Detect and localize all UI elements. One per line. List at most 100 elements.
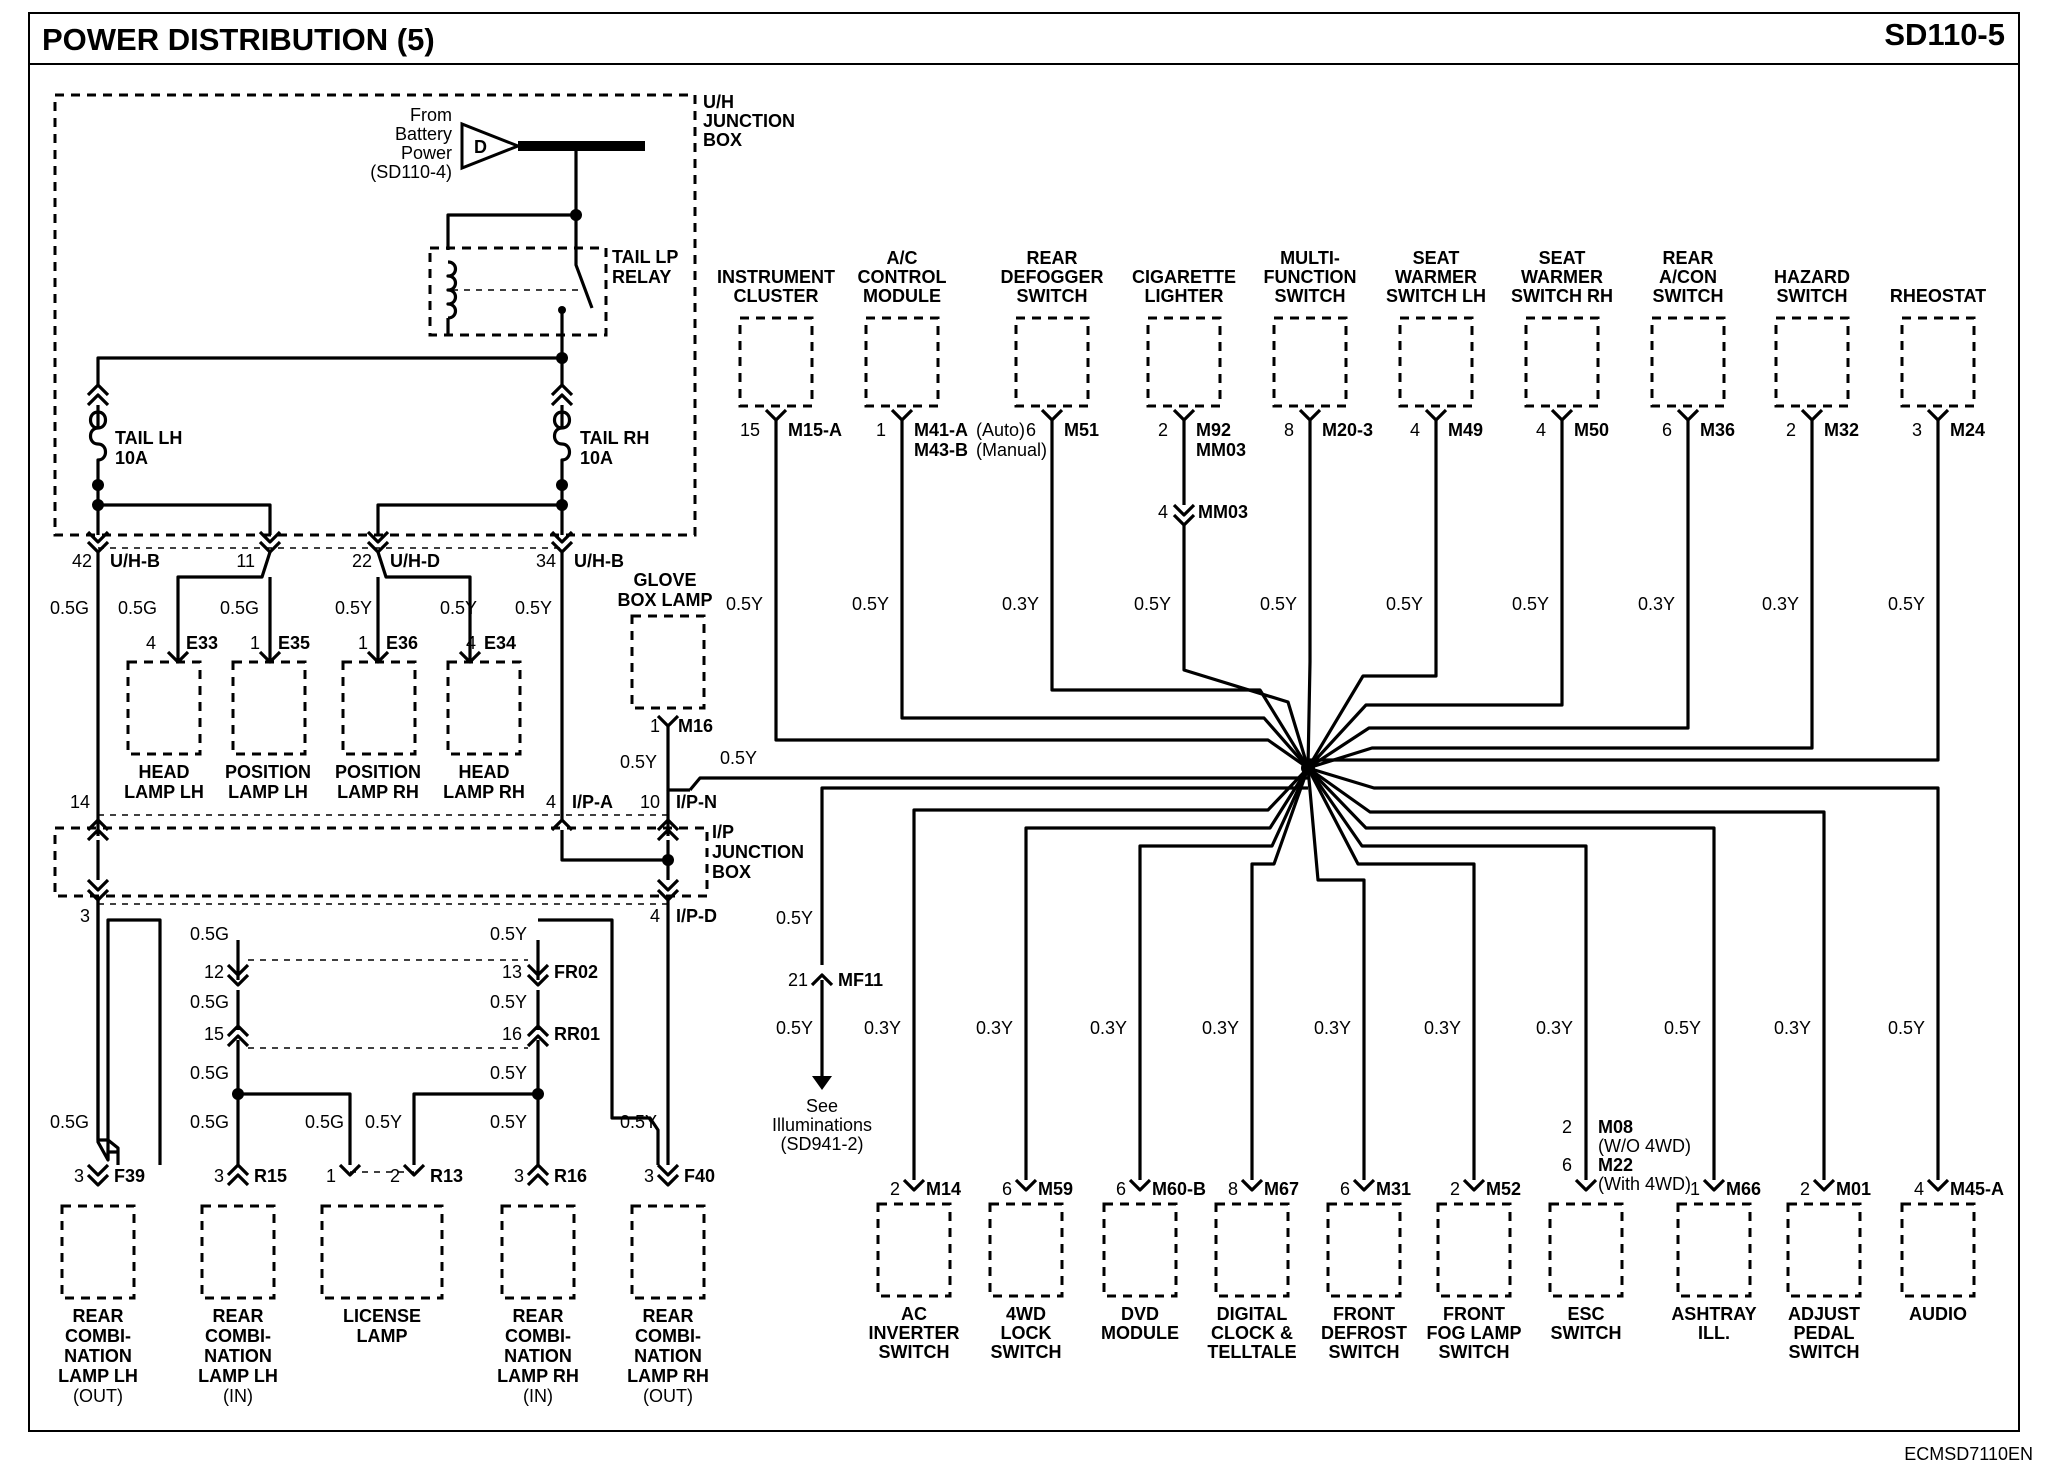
svg-text:6: 6 (1002, 1179, 1012, 1199)
svg-text:15: 15 (204, 1024, 224, 1044)
svg-text:I/P-A: I/P-A (572, 792, 613, 812)
svg-text:3: 3 (514, 1166, 524, 1186)
svg-text:CLUSTER: CLUSTER (734, 286, 819, 306)
svg-text:0.5Y: 0.5Y (1386, 594, 1423, 614)
svg-text:M67: M67 (1264, 1179, 1299, 1199)
svg-text:8: 8 (1228, 1179, 1238, 1199)
svg-text:HEAD: HEAD (138, 762, 189, 782)
svg-text:(OUT): (OUT) (643, 1386, 693, 1406)
svg-text:0.5Y: 0.5Y (490, 992, 527, 1012)
svg-text:NATION: NATION (634, 1346, 702, 1366)
svg-text:HEAD: HEAD (458, 762, 509, 782)
svg-text:SWITCH: SWITCH (1789, 1342, 1860, 1362)
left-bottom-wiring: 12 13 FR02 15 16 RR01 0.5G 0.5Y 0.5G 0.5… (50, 900, 670, 1165)
svg-text:AUDIO: AUDIO (1909, 1304, 1967, 1324)
svg-text:ADJUST: ADJUST (1788, 1304, 1860, 1324)
svg-text:LAMP LH: LAMP LH (58, 1366, 138, 1386)
svg-text:MODULE: MODULE (863, 286, 941, 306)
svg-text:ESC: ESC (1567, 1304, 1604, 1324)
svg-text:0.3Y: 0.3Y (1424, 1018, 1461, 1038)
svg-text:FUNCTION: FUNCTION (1264, 267, 1357, 287)
svg-text:Battery: Battery (395, 124, 452, 144)
svg-text:0.5G: 0.5G (190, 992, 229, 1012)
svg-text:Power: Power (401, 143, 452, 163)
svg-text:21: 21 (788, 970, 808, 990)
svg-text:0.3Y: 0.3Y (1536, 1018, 1573, 1038)
wire-bottom-10 (1307, 766, 1940, 1180)
svg-text:6: 6 (1562, 1155, 1572, 1175)
svg-text:10A: 10A (115, 448, 148, 468)
svg-text:RELAY: RELAY (612, 267, 671, 287)
svg-text:12: 12 (204, 962, 224, 982)
svg-text:M45-A: M45-A (1950, 1179, 2004, 1199)
svg-text:M60-B: M60-B (1152, 1179, 1206, 1199)
svg-text:HAZARD: HAZARD (1774, 267, 1850, 287)
diagram-code: SD110-5 (1884, 17, 2005, 52)
svg-text:(Manual): (Manual) (976, 440, 1047, 460)
svg-text:I/P-D: I/P-D (676, 906, 717, 926)
svg-text:(IN): (IN) (523, 1386, 553, 1406)
svg-text:Illuminations: Illuminations (772, 1115, 872, 1135)
svg-text:1: 1 (1690, 1179, 1700, 1199)
svg-text:U/H: U/H (703, 92, 734, 112)
svg-text:F40: F40 (684, 1166, 715, 1186)
svg-text:BOX LAMP: BOX LAMP (617, 590, 712, 610)
svg-text:TELLTALE: TELLTALE (1207, 1342, 1296, 1362)
svg-text:0.5Y: 0.5Y (490, 1063, 527, 1083)
svg-text:A/C: A/C (887, 248, 918, 268)
svg-text:M51: M51 (1064, 420, 1099, 440)
svg-text:1: 1 (250, 633, 260, 653)
svg-text:M50: M50 (1574, 420, 1609, 440)
footer-code: ECMSD7110EN (1904, 1444, 2033, 1464)
svg-text:0.5G: 0.5G (190, 924, 229, 944)
wire-bottom-5 (1306, 767, 1366, 1180)
fuse-rh-connector-icon (550, 383, 574, 407)
svg-text:REAR: REAR (1662, 248, 1713, 268)
svg-text:2: 2 (1800, 1179, 1810, 1199)
lamp-position-lh: 1 E35 POSITION LAMP LH (225, 633, 311, 802)
svg-text:RHEOSTAT: RHEOSTAT (1890, 286, 1986, 306)
svg-text:42: 42 (72, 551, 92, 571)
svg-text:FRONT: FRONT (1443, 1304, 1505, 1324)
svg-text:2: 2 (1158, 420, 1168, 440)
svg-text:U/H-B: U/H-B (574, 551, 624, 571)
svg-text:0.3Y: 0.3Y (1202, 1018, 1239, 1038)
svg-text:3: 3 (80, 906, 90, 926)
svg-text:2: 2 (890, 1179, 900, 1199)
svg-text:M14: M14 (926, 1179, 961, 1199)
fuse-lh-connector-icon (86, 383, 110, 407)
svg-text:M41-A: M41-A (914, 420, 968, 440)
svg-text:LAMP LH: LAMP LH (228, 782, 308, 802)
wire-top-3 (1050, 420, 1310, 769)
lamp-rear-combi-rh-in: 3 R16 REAR COMBI- NATION LAMP RH (IN) (497, 1163, 587, 1406)
wire-bottom-4 (1250, 767, 1310, 1180)
svg-text:E34: E34 (484, 633, 516, 653)
svg-text:0.5Y: 0.5Y (1512, 594, 1549, 614)
svg-text:E33: E33 (186, 633, 218, 653)
svg-text:0.5Y: 0.5Y (1134, 594, 1171, 614)
svg-text:D: D (474, 137, 487, 157)
svg-text:3: 3 (644, 1166, 654, 1186)
svg-text:4: 4 (1536, 420, 1546, 440)
svg-text:RR01: RR01 (554, 1024, 600, 1044)
wire-bottom-8 (1306, 766, 1716, 1180)
svg-text:DVD: DVD (1121, 1304, 1159, 1324)
svg-text:(SD110-4): (SD110-4) (370, 162, 452, 182)
svg-text:INSTRUMENT: INSTRUMENT (717, 267, 835, 287)
svg-text:MM03: MM03 (1196, 440, 1246, 460)
svg-text:LAMP RH: LAMP RH (497, 1366, 579, 1386)
svg-text:MULTI-: MULTI- (1280, 248, 1340, 268)
glove-box-lamp: GLOVE BOX LAMP 1 M16 0.5Y (617, 570, 713, 792)
svg-text:COMBI-: COMBI- (505, 1326, 571, 1346)
svg-text:13: 13 (502, 962, 522, 982)
svg-text:1: 1 (326, 1166, 336, 1186)
svg-text:DEFROST: DEFROST (1321, 1323, 1407, 1343)
svg-text:M43-B: M43-B (914, 440, 968, 460)
frame (28, 12, 2020, 1432)
